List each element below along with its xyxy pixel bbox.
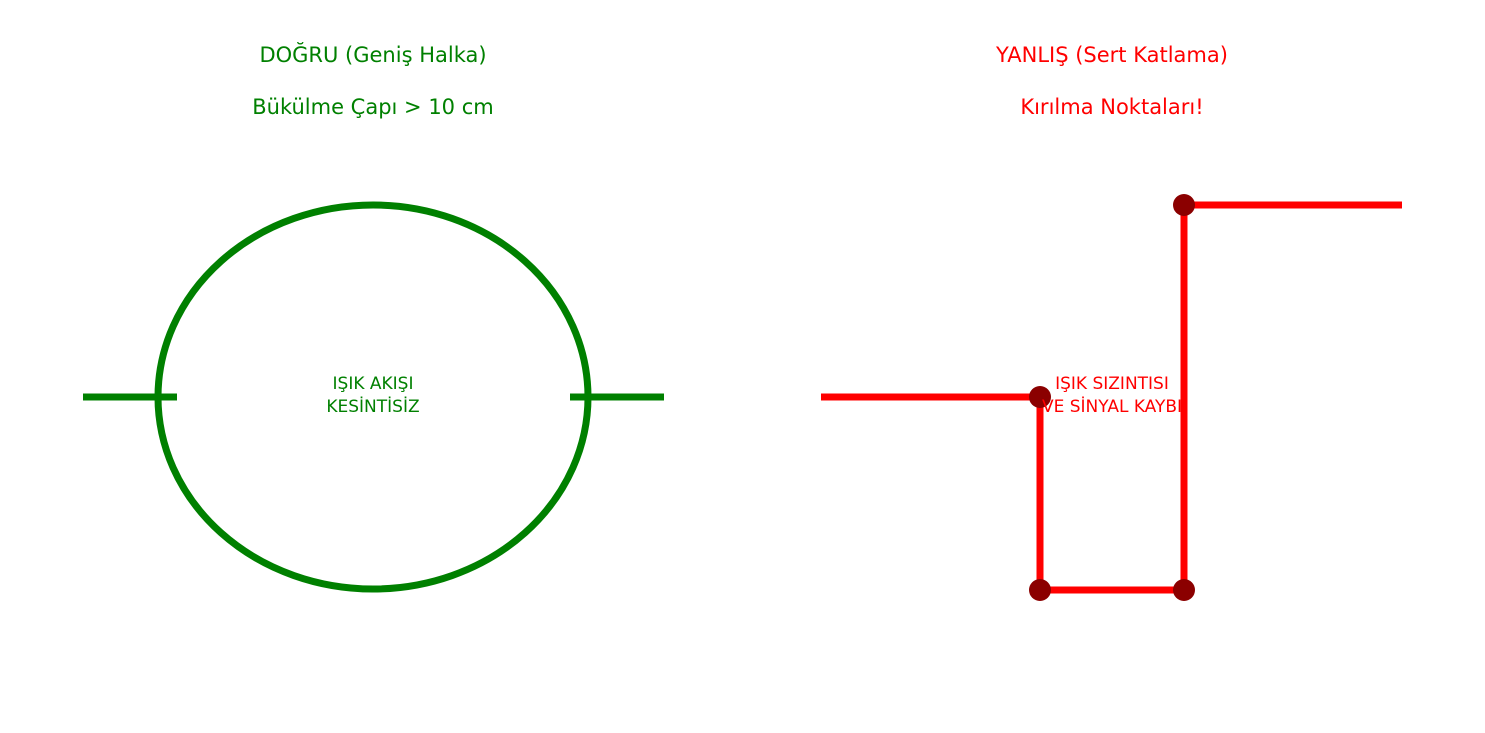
cable-hard-fold-path [821, 201, 1402, 594]
break-point-marker [1173, 579, 1195, 601]
correct-title: DOĞRU (Geniş Halka) Bükülme Çapı > 10 cm [93, 16, 653, 146]
break-point-marker [1029, 386, 1051, 408]
correct-title-line2: Bükülme Çapı > 10 cm [252, 95, 494, 119]
wrong-center-label: IŞIK SIZINTISI VE SİNYAL KAYBI [1041, 374, 1183, 417]
wrong-title: YANLIŞ (Sert Katlama) Kırılma Noktaları! [832, 16, 1392, 146]
cable-wide-loop [154, 201, 592, 593]
break-point-marker [1173, 194, 1195, 216]
wrong-title-line1: YANLIŞ (Sert Katlama) [996, 43, 1228, 67]
correct-title-line1: DOĞRU (Geniş Halka) [259, 43, 487, 67]
wrong-title-line2: Kırılma Noktaları! [1020, 95, 1204, 119]
correct-center-label: IŞIK AKIŞI KESİNTİSİZ [326, 374, 420, 417]
correct-bend-diagram [83, 201, 664, 593]
break-point-marker [1029, 579, 1051, 601]
wrong-bend-diagram [821, 194, 1402, 601]
